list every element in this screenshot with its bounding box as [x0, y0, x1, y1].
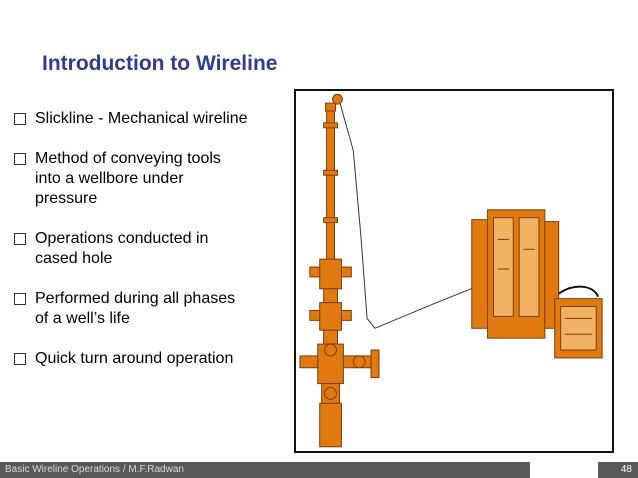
- slide-title: Introduction to Wireline: [42, 52, 278, 75]
- square-bullet-icon: [14, 233, 26, 245]
- bullet-item: Performed during all phases of a well’s …: [14, 289, 294, 329]
- bullet-item: Operations conducted in cased hole: [14, 229, 294, 269]
- square-bullet-icon: [14, 293, 26, 305]
- wireline-rig-icon: [299, 93, 603, 448]
- page-number: 48: [620, 464, 632, 475]
- bullet-item: Quick turn around operation: [14, 349, 294, 369]
- bullet-text: Performed during all phases of a well’s …: [35, 290, 236, 327]
- page-number-box: [598, 462, 638, 478]
- footer-text: Basic Wireline Operations / M.F.Radwan: [5, 464, 184, 475]
- bullet-item: Slickline - Mechanical wireline: [14, 109, 294, 129]
- bullet-item: Method of conveying tools into a wellbor…: [14, 149, 294, 209]
- wireline-rig-illustration: [294, 89, 614, 453]
- bullet-text: Method of conveying tools into a wellbor…: [35, 150, 221, 207]
- bullet-text: Quick turn around operation: [35, 350, 234, 367]
- footer-bar: [0, 462, 530, 478]
- bullet-text: Slickline - Mechanical wireline: [35, 110, 248, 127]
- bullet-text: Operations conducted in cased hole: [35, 230, 209, 267]
- square-bullet-icon: [14, 353, 26, 365]
- square-bullet-icon: [14, 113, 26, 125]
- square-bullet-icon: [14, 153, 26, 165]
- bullet-list: Slickline - Mechanical wireline Method o…: [14, 109, 294, 389]
